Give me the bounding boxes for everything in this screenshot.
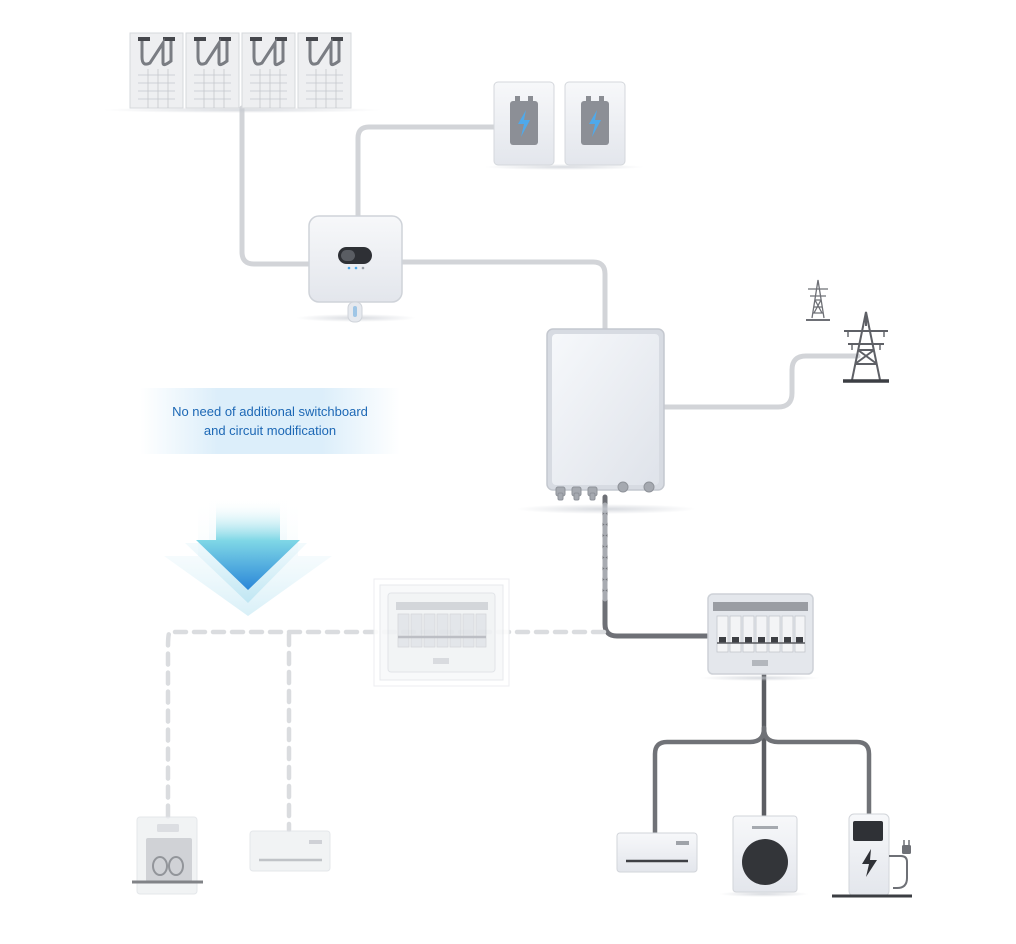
- battery-icon: [564, 81, 626, 166]
- solar-panel-icon: [185, 32, 240, 109]
- inverter-icon: [296, 215, 416, 323]
- breaker-panel-icon: [700, 593, 820, 681]
- solar-panel-icon: [241, 32, 296, 109]
- wire-inverter-gateway: [399, 259, 608, 333]
- ev-charger-icon: [832, 813, 912, 898]
- power-tower-icon: [843, 311, 889, 383]
- wire-gateway-grid: [661, 353, 861, 410]
- power-tower-icon: [806, 279, 830, 321]
- callout-banner: No need of additional switchboard and ci…: [140, 388, 400, 454]
- breaker-panel-icon: [373, 578, 510, 687]
- washing-machine-icon: [719, 815, 809, 897]
- wire-solar-inverter: [239, 105, 313, 267]
- arrow-down-icon: [164, 496, 332, 616]
- air-conditioner-icon: [249, 830, 331, 872]
- gateway-box-icon: [516, 328, 696, 514]
- batteries: [484, 81, 644, 170]
- solar-panel-icon: [297, 32, 352, 109]
- solar-panel-icon: [129, 32, 184, 109]
- callout-line-2: and circuit modification: [203, 423, 337, 438]
- wire-battery-inverter: [355, 124, 498, 221]
- wire-legacy-dashed: [165, 629, 607, 823]
- solar-panels: [102, 32, 382, 113]
- wire-gateway-panel: [602, 494, 713, 639]
- air-conditioner-icon: [616, 832, 698, 873]
- dishwasher-icon: [132, 816, 203, 895]
- wires: [165, 105, 872, 837]
- battery-icon: [493, 81, 555, 166]
- callout-line-1: No need of additional switchboard: [172, 404, 368, 419]
